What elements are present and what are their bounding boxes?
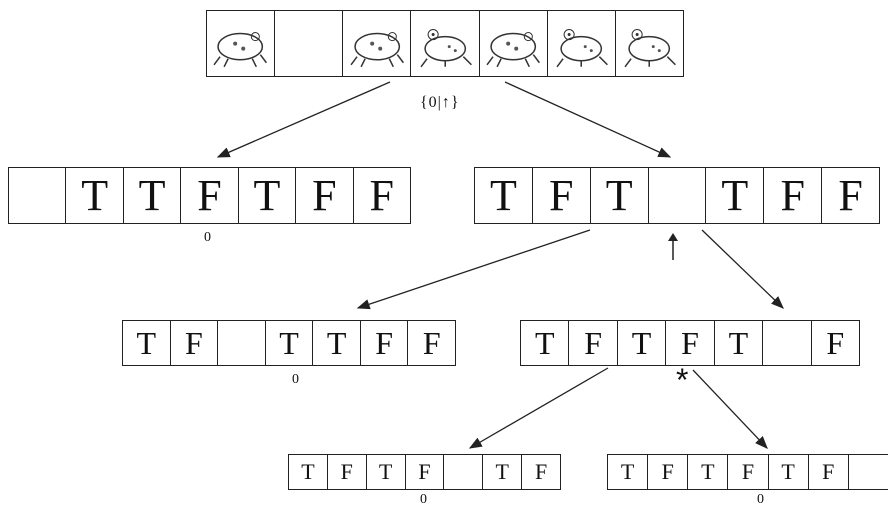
board-cell: F <box>534 459 548 484</box>
board-cell: T <box>289 455 328 489</box>
board-cell: F <box>666 321 715 365</box>
frog-cell-toad <box>480 11 548 76</box>
frog-cell-frog <box>411 11 480 76</box>
board-cell: F <box>764 168 823 223</box>
board-cell: F <box>648 455 689 489</box>
board-level2-left: T F T T F F <box>122 320 456 366</box>
board-cell <box>849 455 888 489</box>
board-cell: T <box>608 455 649 489</box>
frog-row <box>206 10 684 77</box>
board-cell: F <box>171 321 219 365</box>
up-arrow-icon <box>668 233 678 260</box>
arrow-l2-to-right <box>692 369 768 449</box>
board-cell: T <box>715 321 764 365</box>
legend-caption: {0|↑} <box>420 94 460 111</box>
board-cell: T <box>313 321 361 365</box>
arrow-root-to-left <box>216 81 391 158</box>
board-cell: T <box>123 321 171 365</box>
board-cell: T <box>706 168 765 223</box>
board-cell: T <box>66 168 124 223</box>
board-level3-left: T F T F T F <box>288 454 561 490</box>
board-cell <box>649 168 707 223</box>
board-cell: F <box>369 171 394 220</box>
frog-cell-toad <box>343 11 412 76</box>
board-cell: F <box>422 324 441 361</box>
board-level3-right: T F T F T F <box>607 454 888 490</box>
zero-label: 0 <box>292 372 299 387</box>
board-level2-right: T F T F T F <box>520 320 860 366</box>
arrow-l2-to-left <box>468 367 609 449</box>
board-cell: F <box>296 168 354 223</box>
board-cell: F <box>406 455 445 489</box>
board-cell: F <box>181 168 239 223</box>
zero-label: 0 <box>204 230 211 245</box>
zero-label: 0 <box>420 492 427 507</box>
board-cell: T <box>483 455 523 489</box>
frog-cell-frog <box>548 11 616 76</box>
board-cell: F <box>838 171 863 220</box>
board-cell: F <box>569 321 618 365</box>
board-cell: T <box>591 168 649 223</box>
board-cell: F <box>361 321 409 365</box>
board-cell <box>763 321 812 365</box>
board-cell <box>444 455 484 489</box>
arrow-root-to-right <box>504 81 672 158</box>
board-cell: F <box>809 455 849 489</box>
board-cell: F <box>728 455 769 489</box>
board-cell: T <box>521 321 570 365</box>
board-level1-right: T F T T F F <box>474 167 880 224</box>
board-cell: T <box>688 455 729 489</box>
board-cell: F <box>533 168 591 223</box>
arrow-l1-to-left <box>356 229 591 310</box>
board-cell: T <box>367 455 406 489</box>
frog-cell-empty <box>275 11 344 76</box>
board-cell: T <box>124 168 182 223</box>
frog-cell-frog <box>616 11 683 76</box>
arrow-l1-to-right <box>701 229 784 309</box>
board-cell: T <box>266 321 314 365</box>
board-cell: T <box>769 455 809 489</box>
zero-label: 0 <box>757 492 764 507</box>
board-cell: T <box>239 168 297 223</box>
frog-cell-toad <box>207 11 276 76</box>
board-cell: F <box>328 455 367 489</box>
board-cell <box>9 168 67 223</box>
board-cell: T <box>475 168 533 223</box>
board-cell: T <box>618 321 667 365</box>
board-level1-left: T T F T F F <box>8 167 411 224</box>
board-cell <box>218 321 266 365</box>
board-cell: F <box>826 324 845 361</box>
star-marker: * <box>676 362 689 398</box>
